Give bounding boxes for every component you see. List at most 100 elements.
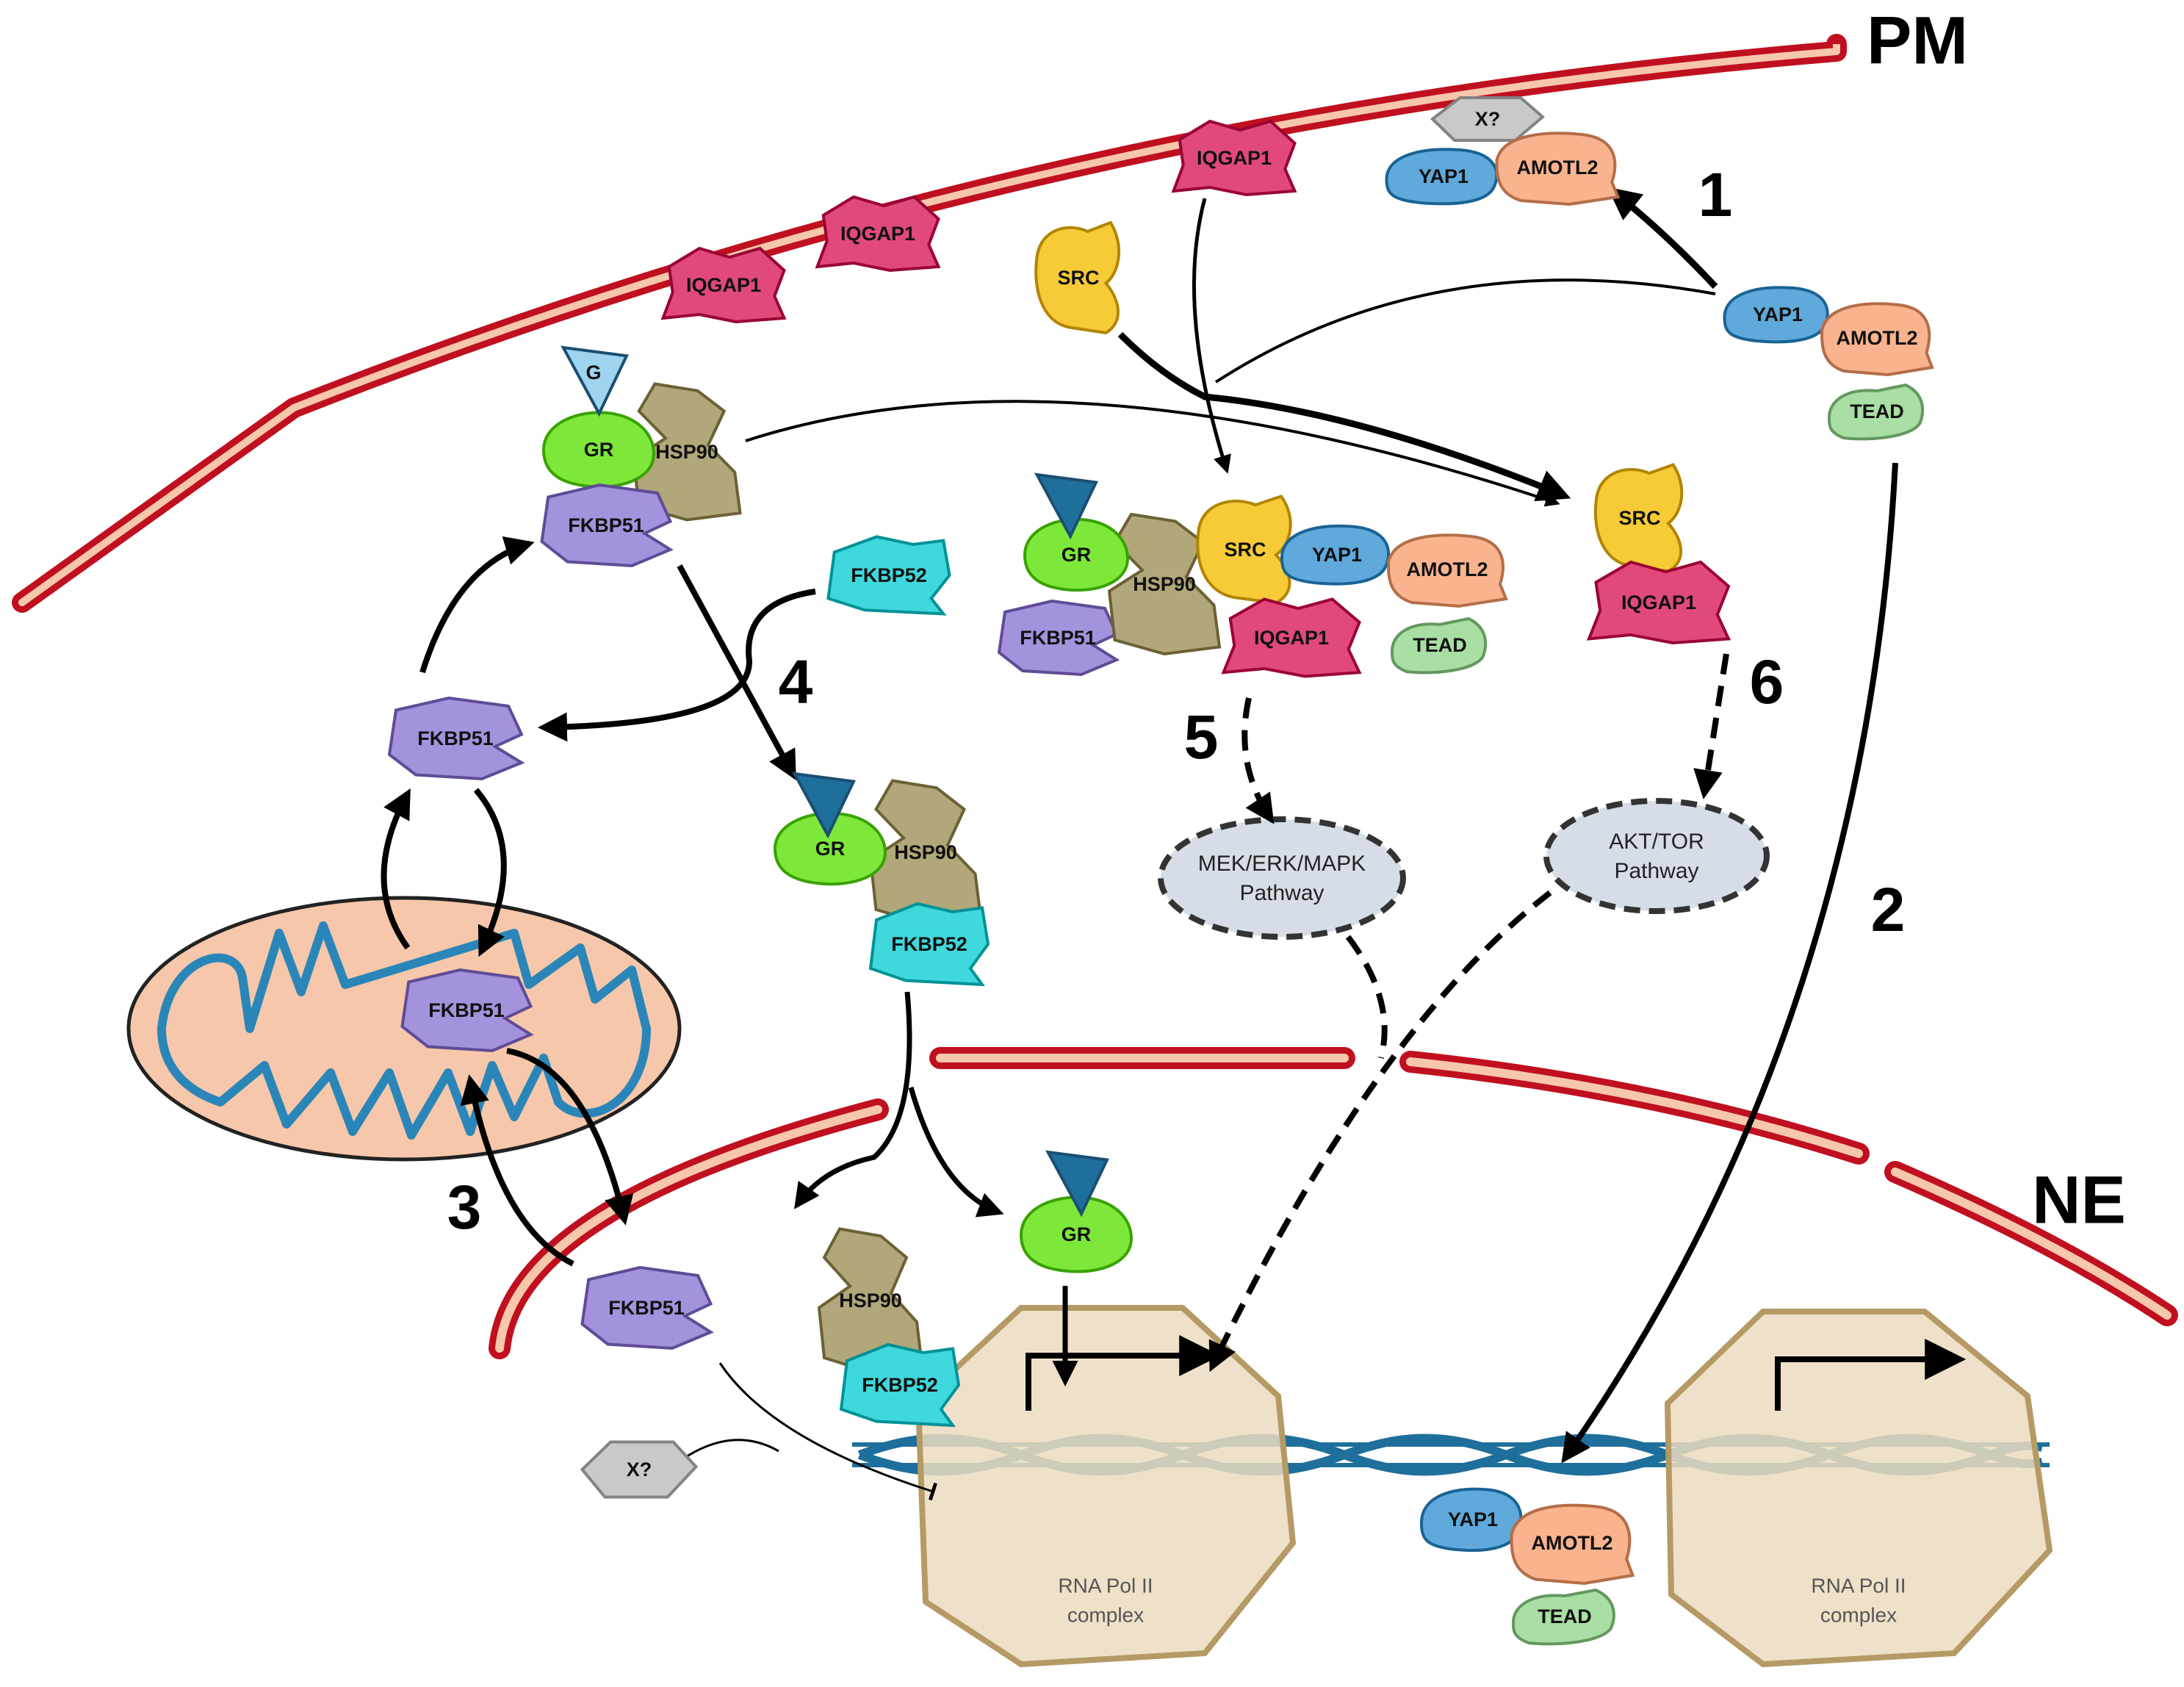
- akt-tor-pathway: AKT/TOR Pathway: [1543, 798, 1770, 914]
- yap1-dna-label: YAP1: [1448, 1508, 1498, 1530]
- src-cytosolic-label: SRC: [1057, 267, 1099, 289]
- step-4: 4: [779, 647, 813, 716]
- yap1-dna: YAP1: [1421, 1489, 1521, 1550]
- gr-center-label: GR: [1062, 544, 1092, 566]
- src-right: SRC: [1596, 465, 1682, 572]
- fkbp51-top-label: FKBP51: [568, 514, 644, 536]
- ne-label: NE: [2032, 1162, 2126, 1237]
- src-center-label: SRC: [1224, 539, 1266, 561]
- gr-top-label: GR: [584, 439, 614, 461]
- mek-pathway-line1: MEK/ERK/MAPK: [1198, 852, 1366, 876]
- fkbp51-mitochondrion-label: FKBP51: [428, 999, 505, 1021]
- amotl2-membrane-label: AMOTL2: [1517, 157, 1599, 179]
- ligand-nucleus: [1045, 1150, 1109, 1217]
- gr-center: GR: [1025, 519, 1128, 590]
- fkbp52-nucleus: FKBP52: [841, 1345, 959, 1425]
- amotl2-center-label: AMOTL2: [1407, 558, 1488, 580]
- yap1-center: YAP1: [1282, 526, 1388, 584]
- pm-label: PM: [1867, 3, 1968, 78]
- yap1-center-label: YAP1: [1312, 544, 1362, 566]
- fkbp52-free: FKBP52: [829, 537, 950, 614]
- ligand-g-top: G: [561, 345, 629, 417]
- yap1-cytosolic: YAP1: [1725, 287, 1828, 342]
- plasma-membrane: [12, 34, 1847, 613]
- iqgap1-right-label: IQGAP1: [1621, 591, 1696, 614]
- amotl2-cytosolic-label: AMOTL2: [1837, 327, 1918, 349]
- tead-dna-label: TEAD: [1538, 1605, 1592, 1627]
- fkbp51-nucleus-label: FKBP51: [608, 1297, 685, 1319]
- step-6: 6: [1750, 647, 1784, 716]
- ligand-middle: [791, 771, 856, 839]
- rna-pol-ii-right: RNA Pol II complex: [1664, 1309, 2053, 1668]
- rna-pol-left-line2: complex: [1067, 1603, 1144, 1626]
- amotl2-dna: AMOTL2: [1512, 1506, 1633, 1583]
- tead-center: TEAD: [1392, 619, 1485, 672]
- fkbp52-middle: FKBP52: [871, 904, 988, 985]
- iqgap1-membrane-3-label: IQGAP1: [1197, 147, 1272, 169]
- rna-pol-left-line1: RNA Pol II: [1058, 1574, 1153, 1597]
- gr-nucleus: GR: [1021, 1197, 1131, 1271]
- iqgap1-center-label: IQGAP1: [1254, 627, 1329, 649]
- hsp90-top-label: HSP90: [655, 441, 718, 463]
- arrows: [381, 187, 1898, 1501]
- ligand-g-top-label: G: [585, 362, 601, 384]
- gr-top: GR: [544, 412, 654, 486]
- tead-cytosolic-label: TEAD: [1850, 400, 1904, 422]
- gr-middle-label: GR: [815, 838, 846, 860]
- hsp90-center-label: HSP90: [1133, 573, 1196, 595]
- hsp90-middle: HSP90: [871, 781, 981, 924]
- src-center: SRC: [1197, 497, 1290, 603]
- fkbp51-cycle-label: FKBP51: [417, 727, 494, 749]
- fkbp51-top: FKBP51: [542, 485, 671, 566]
- fkbp52-nucleus-label: FKBP52: [862, 1374, 938, 1396]
- ligand-center: [1034, 472, 1098, 540]
- iqgap1-membrane-1: IQGAP1: [663, 248, 785, 322]
- hsp90-middle-label: HSP90: [894, 841, 957, 863]
- fkbp51-center-label: FKBP51: [1020, 627, 1096, 649]
- rna-pol-right-line2: complex: [1820, 1603, 1897, 1626]
- fkbp51-mitochondrion: FKBP51: [403, 970, 531, 1051]
- mek-erk-mapk-pathway: MEK/ERK/MAPK Pathway: [1158, 816, 1406, 940]
- rna-pol-right-line1: RNA Pol II: [1811, 1574, 1906, 1597]
- amotl2-center: AMOTL2: [1388, 535, 1506, 606]
- fkbp52-middle-label: FKBP52: [891, 933, 967, 955]
- iqgap1-membrane-2-label: IQGAP1: [840, 223, 915, 245]
- fkbp52-free-label: FKBP52: [851, 564, 927, 586]
- yap1-membrane-label: YAP1: [1419, 165, 1468, 187]
- nuclear-envelope: [489, 1047, 2178, 1359]
- step-3: 3: [447, 1173, 482, 1242]
- fkbp51-center: FKBP51: [999, 601, 1117, 675]
- yap1-cytosolic-label: YAP1: [1753, 303, 1803, 325]
- akt-pathway-line2: Pathway: [1614, 859, 1698, 883]
- iqgap1-right: IQGAP1: [1589, 562, 1729, 643]
- unknown-x-nucleus: X?: [583, 1442, 696, 1497]
- hsp90-nucleus-label: HSP90: [839, 1289, 902, 1312]
- tead-cytosolic: TEAD: [1829, 385, 1922, 439]
- unknown-x-membrane: X?: [1432, 98, 1543, 140]
- iqgap1-membrane-1-label: IQGAP1: [686, 274, 761, 296]
- iqgap1-center: IQGAP1: [1224, 600, 1360, 677]
- mek-pathway-line2: Pathway: [1239, 881, 1324, 905]
- fkbp51-cycle: FKBP51: [389, 698, 522, 779]
- tead-dna: TEAD: [1513, 1590, 1614, 1644]
- iqgap1-membrane-2: IQGAP1: [818, 197, 939, 270]
- amotl2-membrane: AMOTL2: [1497, 133, 1618, 204]
- rna-pol-ii-left: RNA Pol II complex: [915, 1305, 1297, 1668]
- gr-middle: GR: [775, 813, 885, 884]
- unknown-x-nucleus-label: X?: [627, 1458, 652, 1481]
- step-1: 1: [1698, 160, 1733, 229]
- tead-center-label: TEAD: [1413, 634, 1467, 656]
- step-5: 5: [1184, 702, 1219, 771]
- yap1-membrane: YAP1: [1387, 149, 1497, 204]
- unknown-x-membrane-label: X?: [1475, 108, 1501, 130]
- iqgap1-membrane-3: IQGAP1: [1174, 121, 1295, 195]
- src-right-label: SRC: [1618, 507, 1660, 529]
- src-cytosolic: SRC: [1036, 223, 1119, 333]
- step-2: 2: [1871, 875, 1906, 944]
- amotl2-dna-label: AMOTL2: [1532, 1532, 1613, 1554]
- amotl2-cytosolic: AMOTL2: [1822, 303, 1932, 375]
- akt-pathway-line1: AKT/TOR: [1609, 830, 1704, 854]
- hsp90-top: HSP90: [634, 384, 740, 520]
